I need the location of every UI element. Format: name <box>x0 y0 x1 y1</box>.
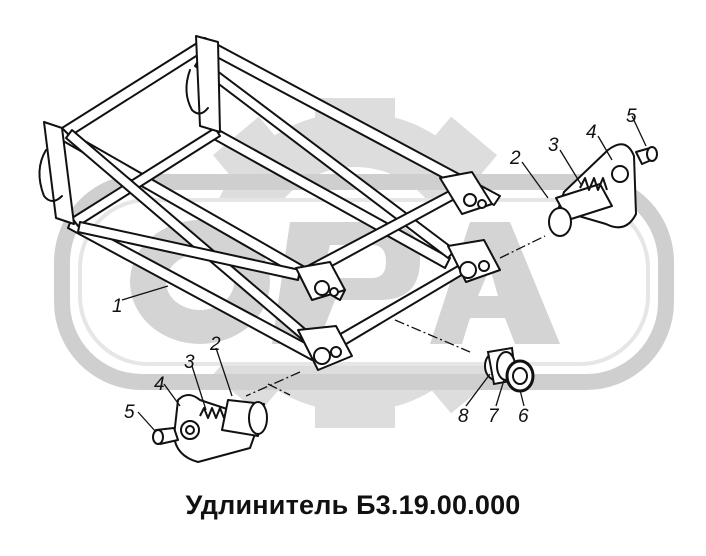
callout-8: 8 <box>458 406 469 427</box>
callout-3-right: 3 <box>548 135 559 156</box>
callout-4-left: 4 <box>154 374 165 395</box>
leader-lines <box>121 115 647 433</box>
callout-3-left: 3 <box>184 352 195 373</box>
callout-2-left: 2 <box>209 334 221 355</box>
callout-5-right: 5 <box>626 106 637 127</box>
nut-6 <box>505 359 535 393</box>
pin-right <box>548 183 613 237</box>
bolt-right <box>635 146 658 165</box>
frame-assembly <box>38 35 501 371</box>
callout-labels: 1 2 3 4 5 2 3 4 5 8 7 6 <box>112 106 637 427</box>
figure-caption: Удлинитель Б3.19.00.000 <box>185 490 521 520</box>
frame-top-crossbar <box>61 37 213 137</box>
callout-2-right: 2 <box>509 148 521 169</box>
bracket-left <box>173 394 261 463</box>
spring-left <box>199 407 225 419</box>
assembly-axis-lines <box>245 235 546 397</box>
pin-assembly-left <box>152 394 268 463</box>
frame-diagonal-brace-3 <box>77 221 301 281</box>
bolt-left <box>152 427 179 445</box>
pin-left <box>221 399 268 437</box>
frame-hook-left <box>38 149 63 202</box>
frame-end-plate-left <box>43 121 75 225</box>
callout-4-right: 4 <box>586 122 597 143</box>
frame-hook-right <box>185 69 209 115</box>
pivot-bracket-rear-right <box>439 171 493 215</box>
frame-end-plate-right <box>195 35 221 133</box>
pivot-bracket-front-lower <box>297 325 353 371</box>
callout-7: 7 <box>488 406 500 427</box>
pin-assembly-right <box>548 143 658 237</box>
callout-6: 6 <box>518 406 529 427</box>
callout-1: 1 <box>112 296 123 317</box>
bushing-group <box>484 346 535 393</box>
pivot-bracket-front-left <box>295 261 346 301</box>
frame-bottom-crossbar <box>71 127 221 227</box>
callout-5-left: 5 <box>124 402 135 423</box>
spring-right <box>579 177 608 191</box>
pivot-bracket-right-lower <box>447 239 501 283</box>
